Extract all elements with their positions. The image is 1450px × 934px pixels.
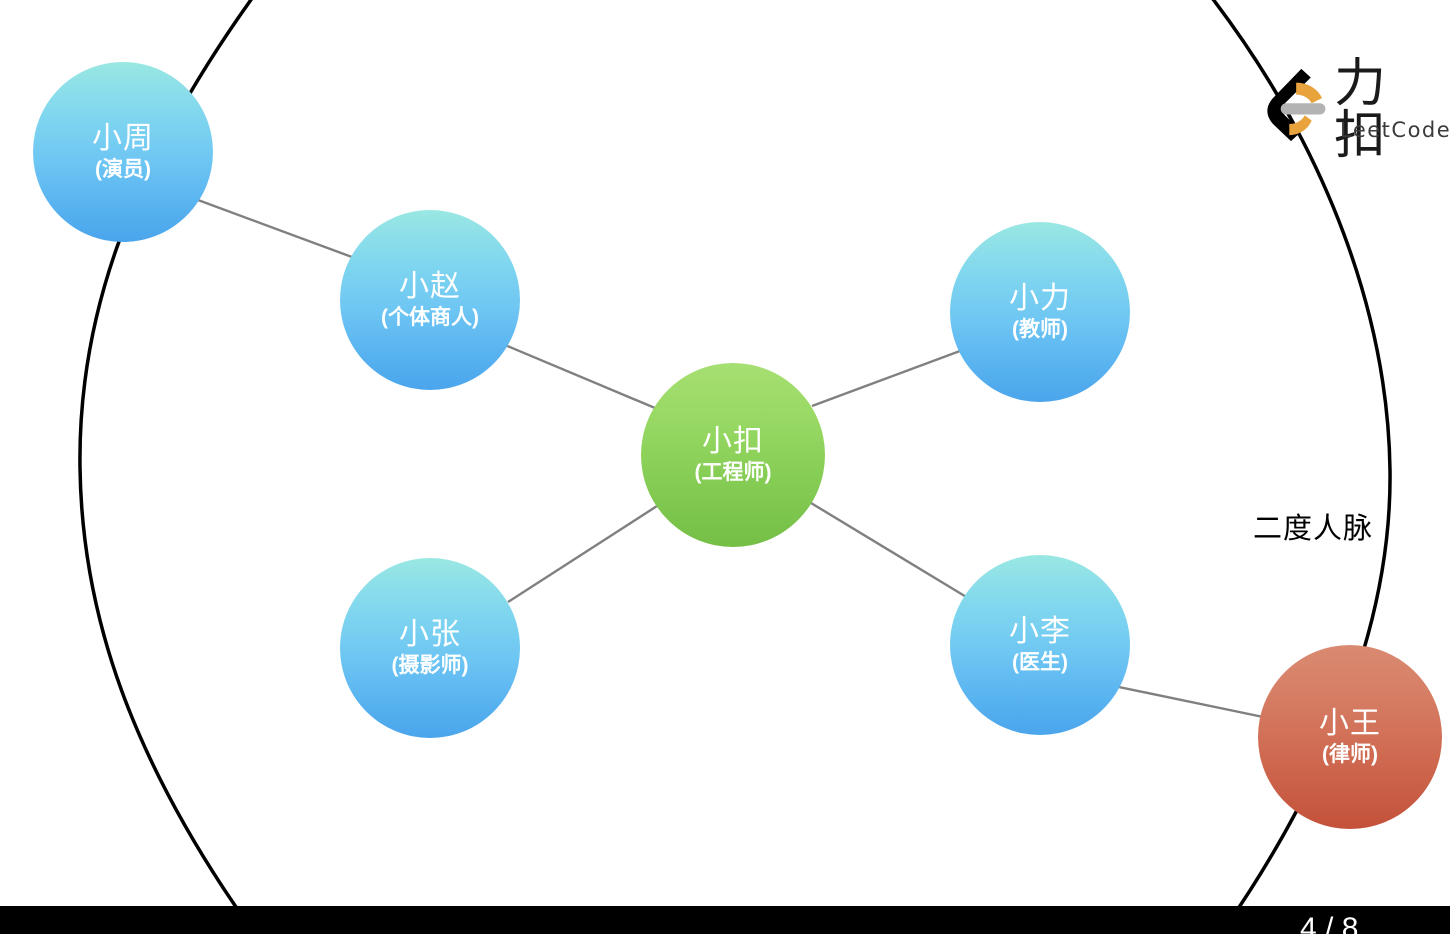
- person-node-li-doctor[interactable]: 小李 (医生): [950, 555, 1130, 735]
- graph-edges: [197, 198, 1269, 720]
- logo-bar-gray: [1280, 103, 1326, 115]
- logo-arc-orange: [1296, 82, 1322, 104]
- person-name: 小王: [1319, 707, 1381, 741]
- edge-zhou-zhao: [197, 198, 361, 262]
- logo-arc-orange-lower: [1289, 115, 1312, 136]
- person-role: (医生): [1012, 651, 1068, 675]
- person-node-wang[interactable]: 小王 (律师): [1258, 645, 1442, 829]
- person-role: (教师): [1012, 318, 1068, 342]
- leetcode-logo: 力扣 LeetCode: [1248, 54, 1450, 166]
- edge-kou-lipower: [811, 346, 969, 408]
- person-role: (工程师): [694, 461, 772, 485]
- person-role: (摄影师): [391, 654, 469, 678]
- person-name: 小周: [92, 122, 154, 156]
- person-name: 小扣: [702, 425, 764, 459]
- person-node-zhang[interactable]: 小张 (摄影师): [340, 558, 520, 738]
- second-degree-label: 二度人脉: [1253, 513, 1374, 545]
- person-node-kou[interactable]: 小扣 (工程师): [641, 363, 825, 547]
- person-node-zhao[interactable]: 小赵 (个体商人): [340, 210, 520, 390]
- person-name: 小李: [1009, 615, 1071, 649]
- person-node-li-power[interactable]: 小力 (教师): [950, 222, 1130, 402]
- person-name: 小赵: [399, 270, 461, 304]
- person-role: (律师): [1322, 743, 1378, 767]
- bottom-bar: 4 / 8: [0, 906, 1450, 934]
- person-role: (个体商人): [381, 306, 479, 330]
- person-role: (演员): [95, 158, 151, 182]
- page-indicator: 4 / 8: [1300, 912, 1359, 934]
- person-node-zhou[interactable]: 小周 (演员): [33, 62, 213, 242]
- logo-chinese-text: 力扣: [1334, 54, 1390, 166]
- edge-zhao-kou: [504, 343, 656, 410]
- leetcode-logo-mark: [1267, 68, 1326, 142]
- person-name: 小力: [1009, 282, 1071, 316]
- logo-english-text: LeetCode: [1340, 118, 1450, 142]
- edge-lidoctor-wang: [1113, 684, 1269, 720]
- edge-kou-lidoctor: [810, 501, 969, 600]
- person-name: 小张: [399, 618, 461, 652]
- edge-zhang-kou: [507, 504, 658, 604]
